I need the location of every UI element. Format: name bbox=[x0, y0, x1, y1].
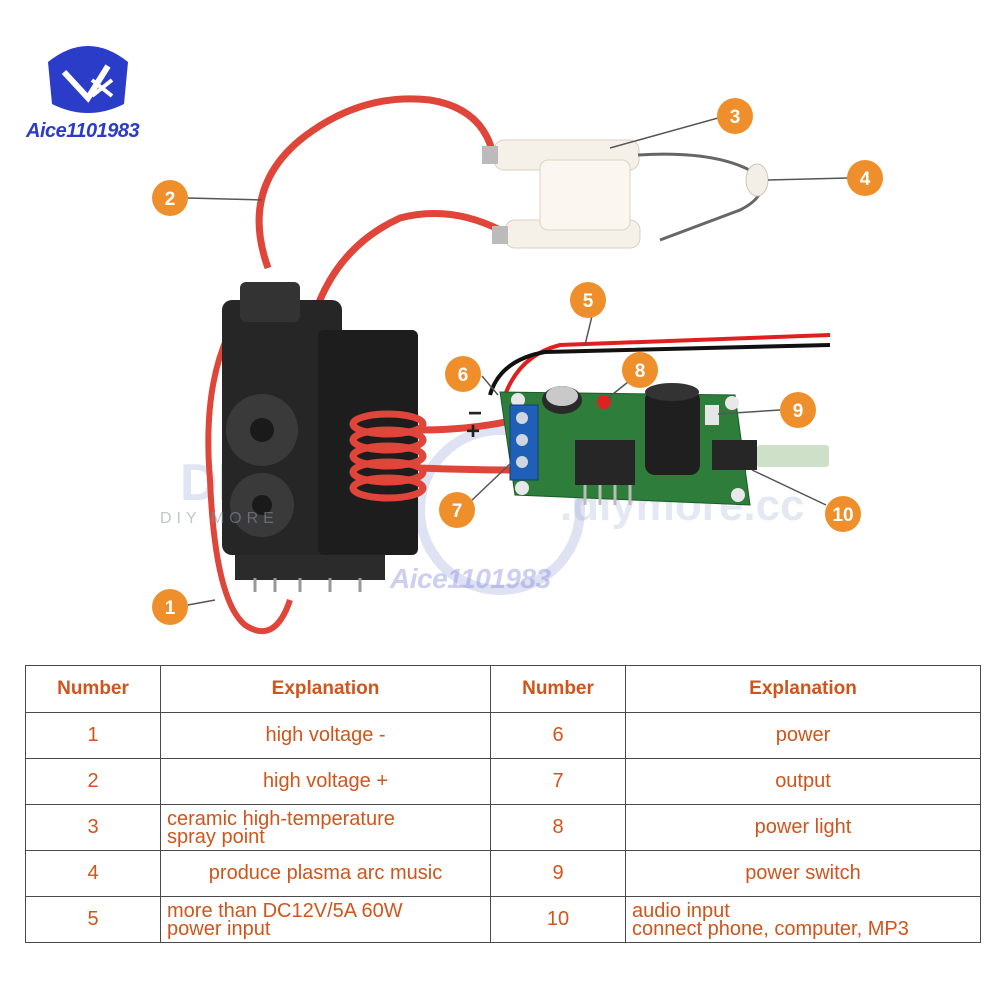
header-number-1: Number bbox=[25, 665, 161, 713]
callout-4: 4 bbox=[847, 160, 883, 196]
callout-6: 6 bbox=[445, 356, 481, 392]
watermark-text: Aice1101983 bbox=[390, 563, 551, 594]
cell-explanation: audio input connect phone, computer, MP3 bbox=[625, 896, 981, 943]
cell-explanation: ceramic high-temperature spray point bbox=[160, 804, 491, 851]
svg-text:9: 9 bbox=[793, 401, 804, 422]
cell-explanation: power bbox=[625, 712, 981, 759]
product-illustration: DM .diymore.cc bbox=[48, 46, 883, 635]
explanation-table: Number Explanation Number Explanation 1 … bbox=[25, 665, 981, 943]
svg-text:10: 10 bbox=[832, 505, 853, 526]
callout-1: 1 bbox=[152, 589, 188, 625]
header-number-2: Number bbox=[490, 665, 626, 713]
svg-text:3: 3 bbox=[730, 107, 741, 128]
table-row: 4 produce plasma arc music 9 power switc… bbox=[25, 850, 981, 897]
header-explanation-2: Explanation bbox=[625, 665, 981, 713]
svg-text:4: 4 bbox=[860, 169, 871, 190]
power-wire-red bbox=[503, 333, 831, 396]
svg-text:7: 7 bbox=[452, 501, 463, 522]
callout-5: 5 bbox=[570, 282, 606, 318]
cell-number: 7 bbox=[490, 758, 626, 805]
cell-line: ceramic high-temperature bbox=[167, 807, 395, 830]
cell-explanation: more than DC12V/5A 60W power input bbox=[160, 896, 491, 943]
brand-logo-text: Aice1101983 bbox=[26, 120, 140, 142]
table-row: 5 more than DC12V/5A 60W power input 10 … bbox=[25, 896, 981, 943]
cell-number: 6 bbox=[490, 712, 626, 759]
cell-explanation: high voltage - bbox=[160, 712, 491, 759]
hv-wire-negative bbox=[306, 210, 502, 331]
svg-text:5: 5 bbox=[583, 291, 594, 312]
cell-line: connect phone, computer, MP3 bbox=[632, 917, 909, 940]
callout-2: 2 bbox=[152, 180, 188, 216]
cell-number: 9 bbox=[490, 850, 626, 897]
cell-line: more than DC12V/5A 60W bbox=[167, 899, 403, 922]
brand-logo-icon bbox=[48, 46, 128, 113]
cell-explanation: high voltage + bbox=[160, 758, 491, 805]
coil-windings bbox=[349, 410, 516, 502]
polarity-minus: − bbox=[468, 400, 483, 427]
callout-7: 7 bbox=[439, 492, 475, 528]
cell-line: power input bbox=[167, 917, 271, 940]
callout-9: 9 bbox=[780, 392, 816, 428]
cell-explanation: power switch bbox=[625, 850, 981, 897]
svg-text:2: 2 bbox=[165, 189, 176, 210]
callout-8: 8 bbox=[622, 352, 658, 388]
hv-wire-return bbox=[205, 298, 293, 635]
watermark-sub: DIY MORE bbox=[160, 510, 279, 527]
callout-10: 10 bbox=[825, 496, 861, 532]
polarity-plus: + bbox=[466, 418, 481, 445]
table-row: 3 ceramic high-temperature spray point 8… bbox=[25, 804, 981, 851]
header-explanation-1: Explanation bbox=[160, 665, 491, 713]
cell-line: audio input bbox=[632, 899, 730, 922]
cell-number: 10 bbox=[490, 896, 626, 943]
cell-number: 5 bbox=[25, 896, 161, 943]
table-header-row: Number Explanation Number Explanation bbox=[25, 665, 981, 713]
hv-wire-positive bbox=[255, 95, 496, 270]
svg-text:1: 1 bbox=[165, 598, 176, 619]
cell-line: spray point bbox=[167, 825, 265, 848]
watermark-circle bbox=[415, 425, 585, 595]
ceramic-spray-point bbox=[482, 139, 769, 249]
cell-number: 1 bbox=[25, 712, 161, 759]
svg-text:8: 8 bbox=[635, 361, 646, 382]
table-row: 2 high voltage + 7 output bbox=[25, 758, 981, 805]
table-row: 1 high voltage - 6 power bbox=[25, 712, 981, 759]
cell-number: 3 bbox=[25, 804, 161, 851]
cell-explanation: produce plasma arc music bbox=[160, 850, 491, 897]
cell-number: 4 bbox=[25, 850, 161, 897]
svg-text:6: 6 bbox=[458, 365, 469, 386]
cell-explanation: power light bbox=[625, 804, 981, 851]
cell-number: 8 bbox=[490, 804, 626, 851]
flyback-transformer bbox=[222, 282, 418, 592]
cell-explanation: output bbox=[625, 758, 981, 805]
callout-3: 3 bbox=[717, 98, 753, 134]
driver-pcb bbox=[499, 383, 829, 506]
cell-number: 2 bbox=[25, 758, 161, 805]
